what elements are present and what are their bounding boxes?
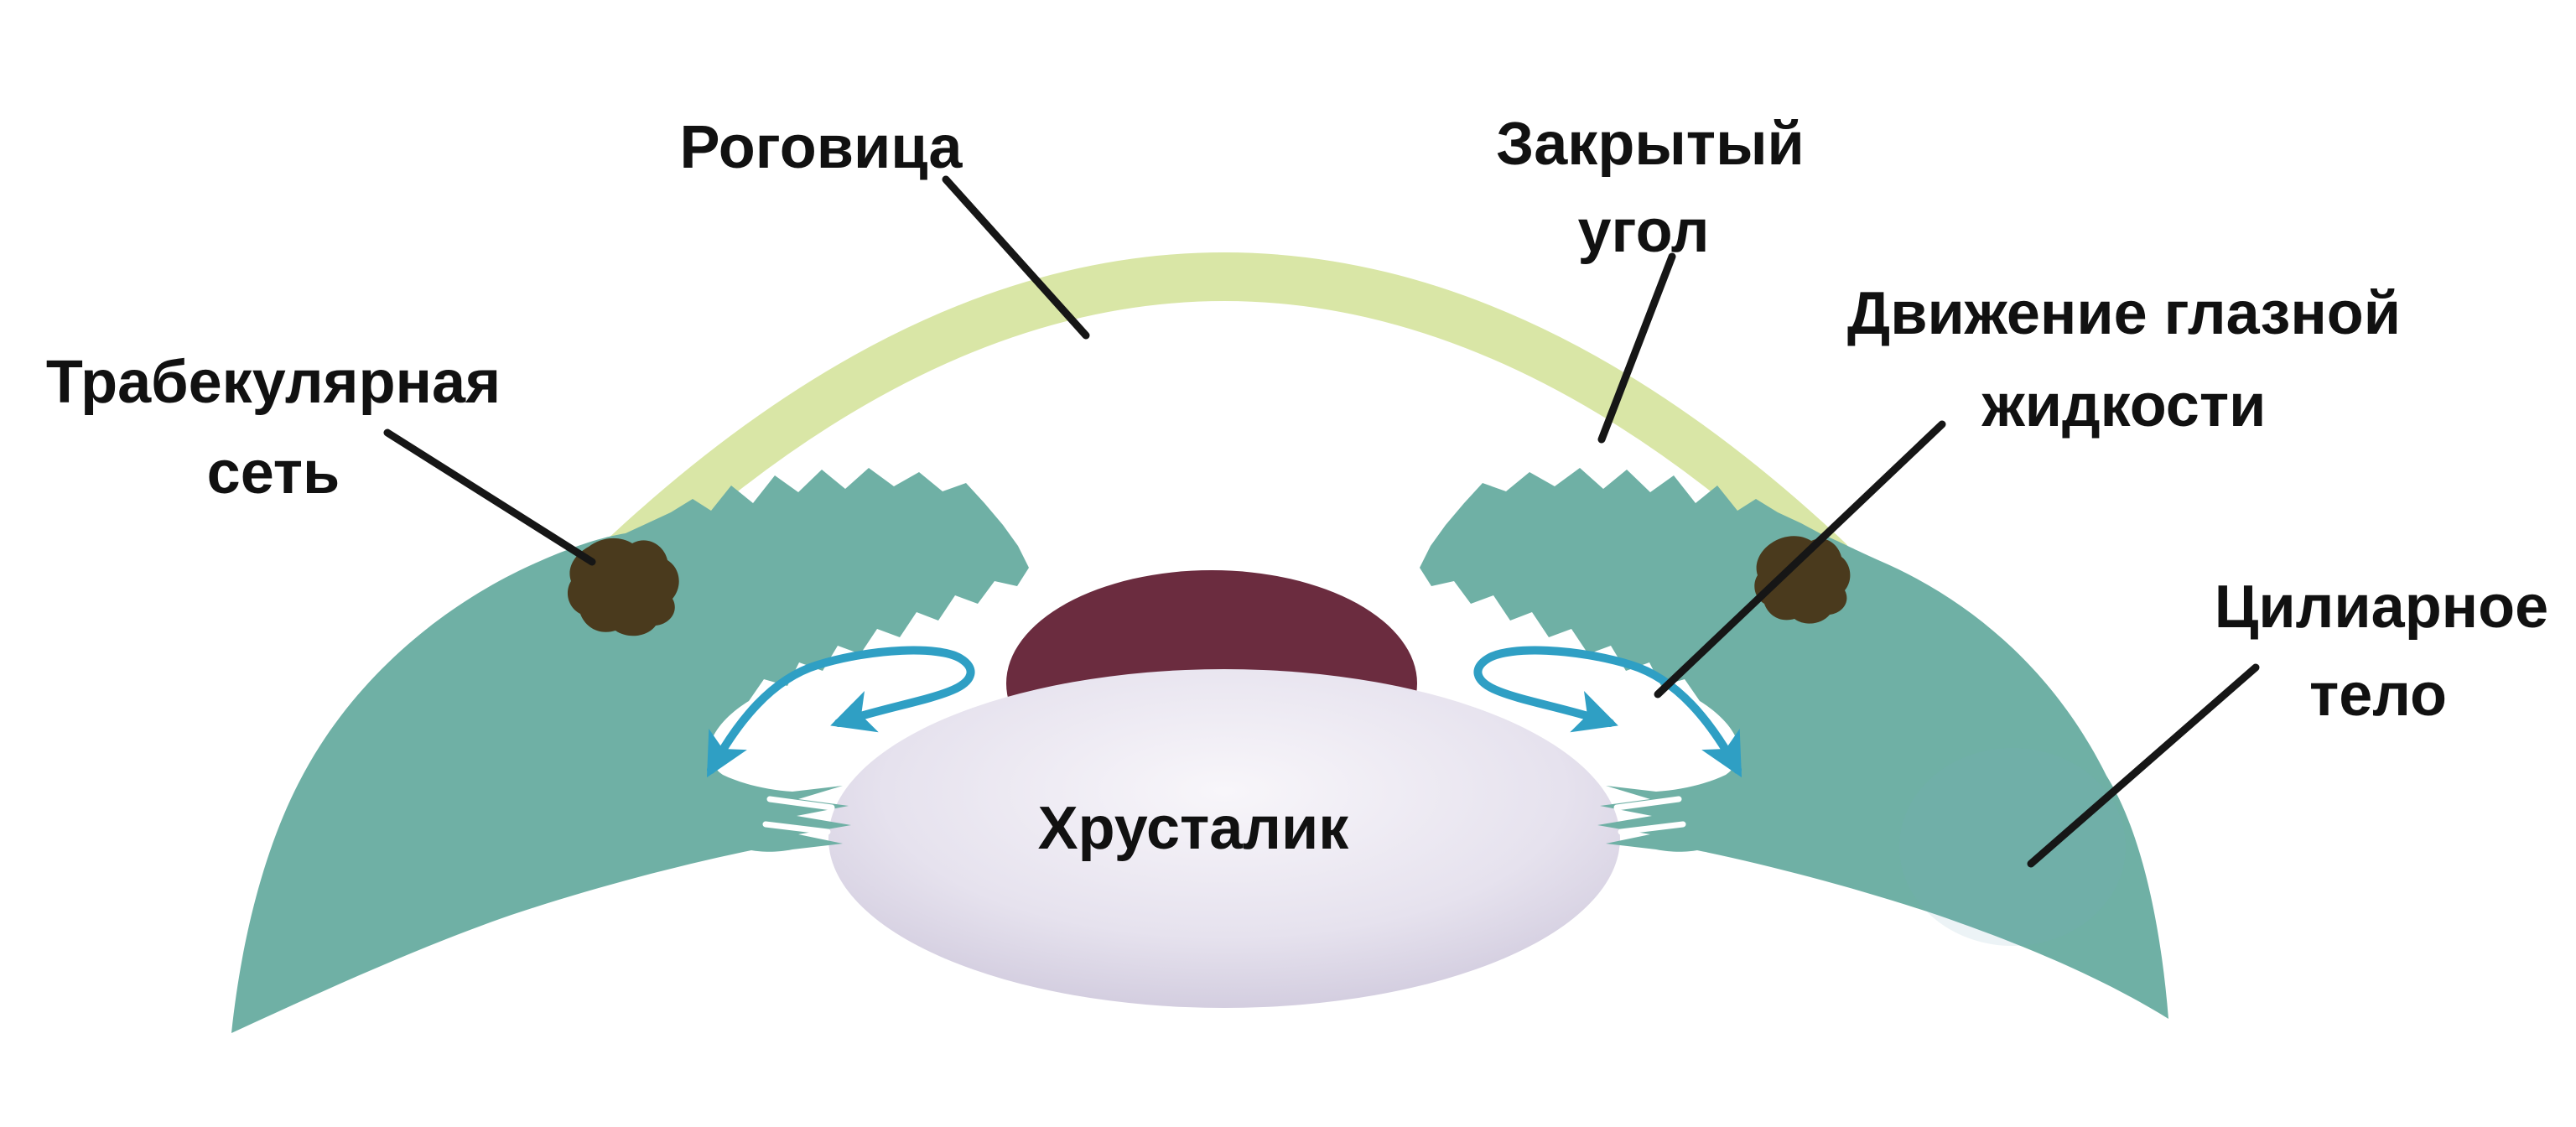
label-closed-angle: Закрытый	[1496, 111, 1805, 178]
label-fluid-movement: Движение глазной	[1847, 280, 2401, 347]
zonule-hair-right	[1613, 796, 1682, 811]
label-closed-angle: угол	[1577, 198, 1709, 265]
cornea-shape	[596, 252, 1852, 584]
label-trabecular-meshwork: сеть	[207, 439, 340, 506]
ciliary-body-right-shape	[1420, 468, 2168, 1019]
leader-line-trabecular	[383, 428, 596, 566]
label-trabecular-meshwork: Трабекулярная	[46, 349, 501, 416]
label-fluid-movement: жидкости	[1981, 372, 2267, 439]
ciliary-body-left-shape	[231, 468, 1029, 1033]
zonule-hair-left	[766, 796, 835, 811]
zonule-hair-left	[762, 821, 831, 835]
leader-line-fluid-movement	[1654, 420, 1946, 699]
trabecular-meshwork-right-shape	[1754, 536, 1851, 624]
zonule-hair-right	[1618, 821, 1686, 835]
label-cornea: Роговица	[680, 114, 963, 181]
lens-shape	[828, 669, 1620, 1008]
leader-line-closed-angle	[1597, 252, 1676, 444]
label-ciliary-body: Цилиарное	[2215, 574, 2548, 641]
label-lens: Хрусталик	[1038, 795, 1350, 862]
label-ciliary-body: тело	[2309, 662, 2447, 729]
leader-line-cornea	[942, 175, 1090, 340]
leader-line-ciliary-body	[2027, 663, 2260, 868]
ciliary-texture-smudge	[1899, 748, 2126, 946]
fluid-flow-arrow-left	[706, 646, 975, 778]
fluid-flow-arrow-right	[1473, 646, 1742, 778]
